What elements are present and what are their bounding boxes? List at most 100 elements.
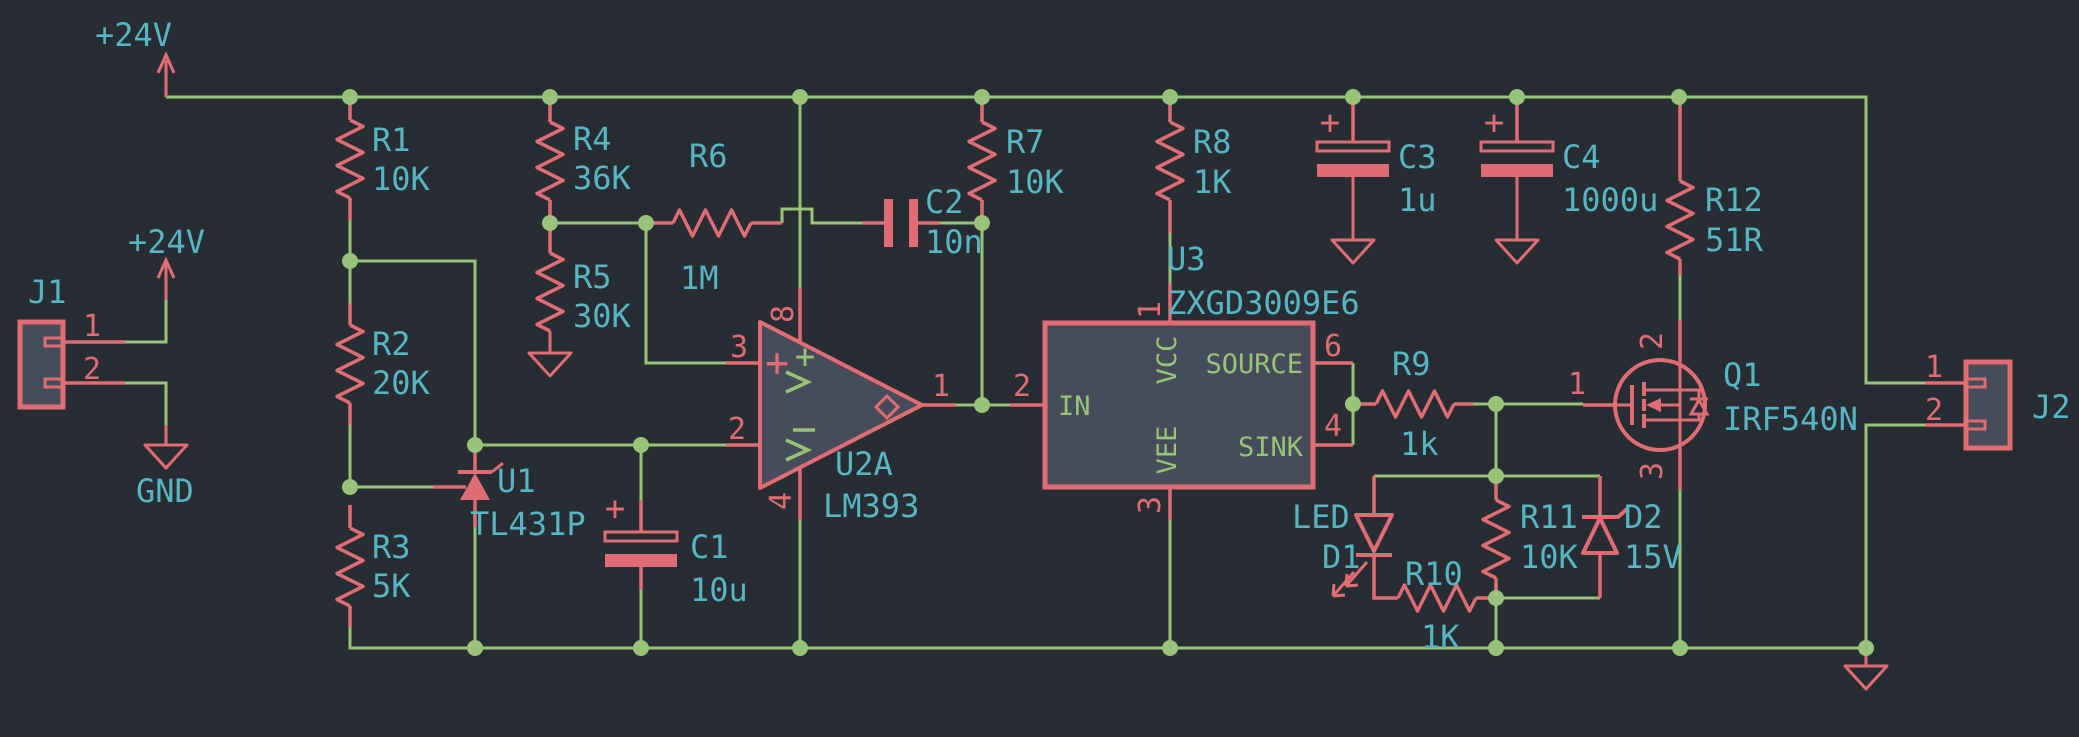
power-flag-gnd-j1[interactable]: GND [136,425,194,510]
r4-ref[interactable]: R4 [573,120,612,158]
r2-ref[interactable]: R2 [372,325,411,363]
u2a-input-chevron-plus [785,370,813,394]
r1-value[interactable]: 10K [372,160,431,198]
r3-ref[interactable]: R3 [372,528,411,566]
power-flag-gnd-r5[interactable] [527,331,573,378]
power-flag-24v-j1[interactable]: +24V [128,223,205,300]
r5-ref[interactable]: R5 [573,258,612,296]
c3-value[interactable]: 1u [1398,181,1437,219]
c4-ref[interactable]: C4 [1562,138,1601,176]
power-flag-24v-rail[interactable]: +24V [95,16,176,97]
component-r9[interactable]: R9 1k [1353,345,1473,463]
j2-ref[interactable]: J2 [2032,388,2071,426]
wire-net-gnd[interactable] [125,381,1925,650]
r12-value[interactable]: 51R [1705,221,1764,259]
component-r1[interactable]: R1 10K [335,97,431,220]
c2-ref[interactable]: C2 [925,183,964,221]
component-d2[interactable]: D2 15V [1581,476,1682,598]
power-label-24v-j1: +24V [128,223,205,261]
r6-value[interactable]: 1M [680,259,719,297]
component-r10[interactable]: R10 1K [1372,555,1496,656]
r11-ref[interactable]: R11 [1520,498,1578,536]
r7-value[interactable]: 10K [1006,163,1065,201]
component-c2[interactable]: C2 10n [862,183,983,261]
u3-value[interactable]: ZXGD3009E6 [1167,284,1360,322]
j1-pin1-number: 1 [83,309,101,344]
r12-ref[interactable]: R12 [1705,181,1763,219]
j1-ref[interactable]: J1 [28,273,67,311]
u2a-pin4-number: 4 [764,492,799,510]
u2a-value[interactable]: LM393 [823,487,919,525]
component-j1[interactable]: J1 1 2 [17,273,125,410]
u2a-open-collector-diamond [873,393,901,421]
r9-ref[interactable]: R9 [1392,345,1431,383]
q1-source-pin-number: 3 [1635,462,1670,480]
component-u2a[interactable]: + + 3 2 1 8 4 U2A LM393 [726,288,956,525]
r7-ref[interactable]: R7 [1006,123,1045,161]
r8-value[interactable]: 1K [1193,163,1232,201]
u2a-ref[interactable]: U2A [835,445,893,483]
component-r6[interactable]: R6 1M [646,137,782,297]
component-c4[interactable]: + C4 1000u [1479,97,1658,219]
component-u1[interactable]: U1 TL431P [433,445,586,543]
c4-value[interactable]: 1000u [1562,181,1658,219]
r8-ref[interactable]: R8 [1193,123,1232,161]
u3-pin-name-sink: SINK [1238,432,1304,463]
u3-pin-name-vee: VEE [1152,426,1183,475]
d2-ref[interactable]: D2 [1624,498,1663,536]
u1-value[interactable]: TL431P [470,505,586,543]
q1-ref[interactable]: Q1 [1723,356,1762,394]
d1-ref[interactable]: D1 [1322,538,1361,576]
j2-pin2-number: 2 [1925,393,1943,428]
r10-ref[interactable]: R10 [1405,555,1463,593]
component-r2[interactable]: R2 20K [335,303,431,425]
component-c3[interactable]: + C3 1u [1315,97,1437,219]
u3-pin-name-vcc: VCC [1152,336,1183,385]
component-q1[interactable]: 1 2 3 Q1 IRF540N [1568,320,1858,490]
r4-value[interactable]: 36K [573,159,632,197]
c2-value[interactable]: 10n [925,223,983,261]
u2a-pin1-number: 1 [932,369,950,404]
q1-gate-pin-number: 1 [1568,367,1586,402]
q1-drain-pin-number: 2 [1635,332,1670,350]
u3-ref[interactable]: U3 [1167,240,1206,278]
power-flag-gnd-c4[interactable] [1494,177,1540,265]
r5-value[interactable]: 30K [573,297,632,335]
q1-value[interactable]: IRF540N [1723,400,1858,438]
d2-value[interactable]: 15V [1624,538,1682,576]
component-c1[interactable]: + C1 10u [603,489,748,609]
r10-value[interactable]: 1K [1421,618,1460,656]
u3-pin-name-source: SOURCE [1205,349,1303,380]
c3-plus-sign: + [1320,103,1340,143]
u3-pin-name-in: IN [1058,391,1091,422]
component-d1[interactable]: LED D1 [1292,476,1394,598]
component-r7[interactable]: R7 10K [967,97,1065,223]
u1-ref[interactable]: U1 [497,462,536,500]
component-r3[interactable]: R3 5K [335,505,411,627]
r3-value[interactable]: 5K [372,567,411,605]
component-r5[interactable]: R5 30K [535,223,632,335]
component-u3[interactable]: IN VCC VEE SOURCE SINK 2 1 3 6 4 U3 ZXGD… [1010,240,1360,520]
u2a-pin2-number: 2 [728,412,746,447]
c1-value[interactable]: 10u [690,571,748,609]
r1-ref[interactable]: R1 [372,121,411,159]
d1-value[interactable]: LED [1292,498,1350,536]
r11-value[interactable]: 10K [1520,538,1579,576]
component-r4[interactable]: R4 36K [535,97,632,223]
u3-pin6-number: 6 [1324,329,1342,364]
component-r8[interactable]: R8 1K [1155,97,1232,233]
c1-ref[interactable]: C1 [690,528,729,566]
c3-ref[interactable]: C3 [1398,138,1437,176]
c1-plus-sign: + [605,489,625,529]
wire-net-24v-rail[interactable] [125,95,1925,385]
r6-ref[interactable]: R6 [689,137,728,175]
component-j2[interactable]: J2 1 2 [1925,350,2071,451]
u3-pin4-number: 4 [1324,409,1342,444]
j1-pin2-number: 2 [83,352,101,387]
r9-value[interactable]: 1k [1400,425,1439,463]
component-r11[interactable]: R11 10K [1481,476,1579,598]
component-r12[interactable]: R12 51R [1665,97,1764,275]
power-flag-gnd-c3[interactable] [1330,177,1376,265]
r2-value[interactable]: 20K [372,364,431,402]
